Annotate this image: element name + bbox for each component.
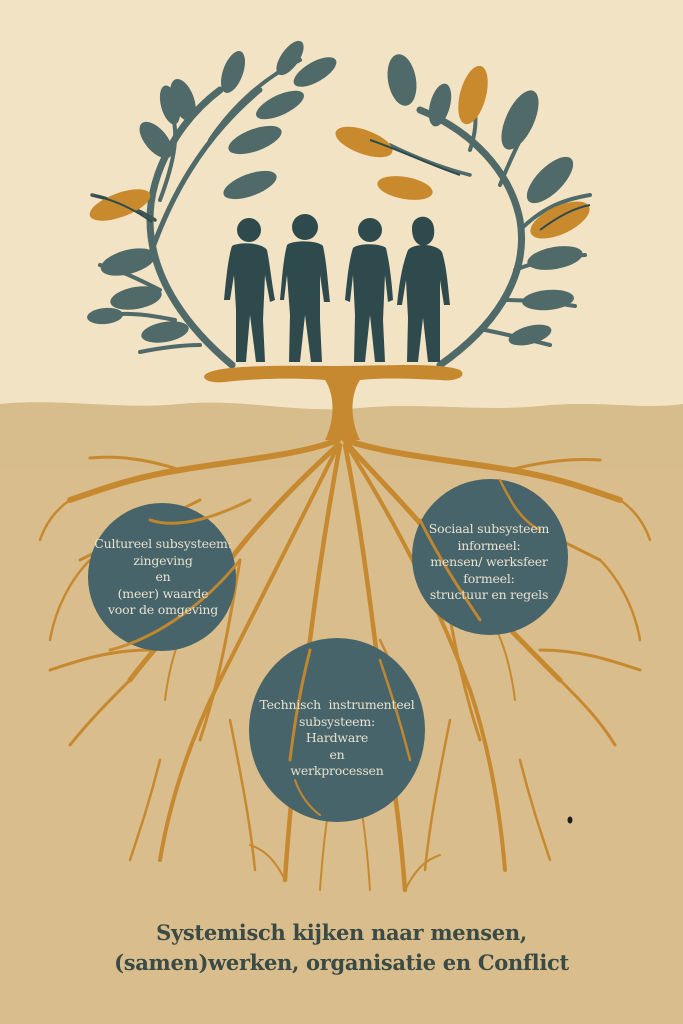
social-line-3: mensen/ werksfeer xyxy=(430,554,548,569)
person-1 xyxy=(224,218,275,362)
cultural-subsystem-label: Cultureel subsysteem: zingeving en (meer… xyxy=(82,536,244,619)
right-leaves xyxy=(335,54,591,346)
social-line-1: Sociaal subsysteem xyxy=(428,521,550,536)
people-silhouettes xyxy=(224,214,450,362)
social-subsystem-label: Sociaal subsysteem informeel: mensen/ we… xyxy=(404,521,574,604)
social-line-4: formeel: xyxy=(463,570,515,586)
technical-subsystem-circle xyxy=(249,638,425,822)
cultural-line-4: (meer) waarde xyxy=(117,585,209,601)
social-line-2: informeel: xyxy=(457,537,521,553)
technical-line-4: en xyxy=(329,746,345,762)
technical-line-3: Hardware xyxy=(305,730,369,745)
technical-line-1: Technisch instrumenteel xyxy=(259,697,415,712)
person-4 xyxy=(397,216,450,362)
person-2 xyxy=(280,214,330,362)
cultural-subsystem-circle xyxy=(88,503,236,651)
cultural-line-2: zingeving xyxy=(133,552,193,568)
cultural-line-5: voor de omgeving xyxy=(107,602,219,617)
tree-trunk xyxy=(204,365,463,440)
cultural-line-1: Cultureel subsysteem: xyxy=(94,536,232,551)
left-leaves xyxy=(87,40,337,343)
social-line-5: structuur en regels xyxy=(429,587,549,602)
title-line-2: (samen)werken, organisatie en Conflict xyxy=(114,950,569,975)
technical-subsystem-label: Technisch instrumenteel subsysteem: Hard… xyxy=(247,697,427,780)
technical-line-2: subsysteem: xyxy=(298,713,376,729)
cultural-line-3: en xyxy=(155,569,171,584)
person-3 xyxy=(345,218,393,362)
title-line-1: Systemisch kijken naar mensen, xyxy=(156,920,527,945)
technical-line-5: werkprocessen xyxy=(290,763,384,778)
ink-speck xyxy=(567,816,573,824)
poster-title: Systemisch kijken naar mensen, (samen)we… xyxy=(0,918,683,978)
social-subsystem-circle xyxy=(412,479,568,635)
